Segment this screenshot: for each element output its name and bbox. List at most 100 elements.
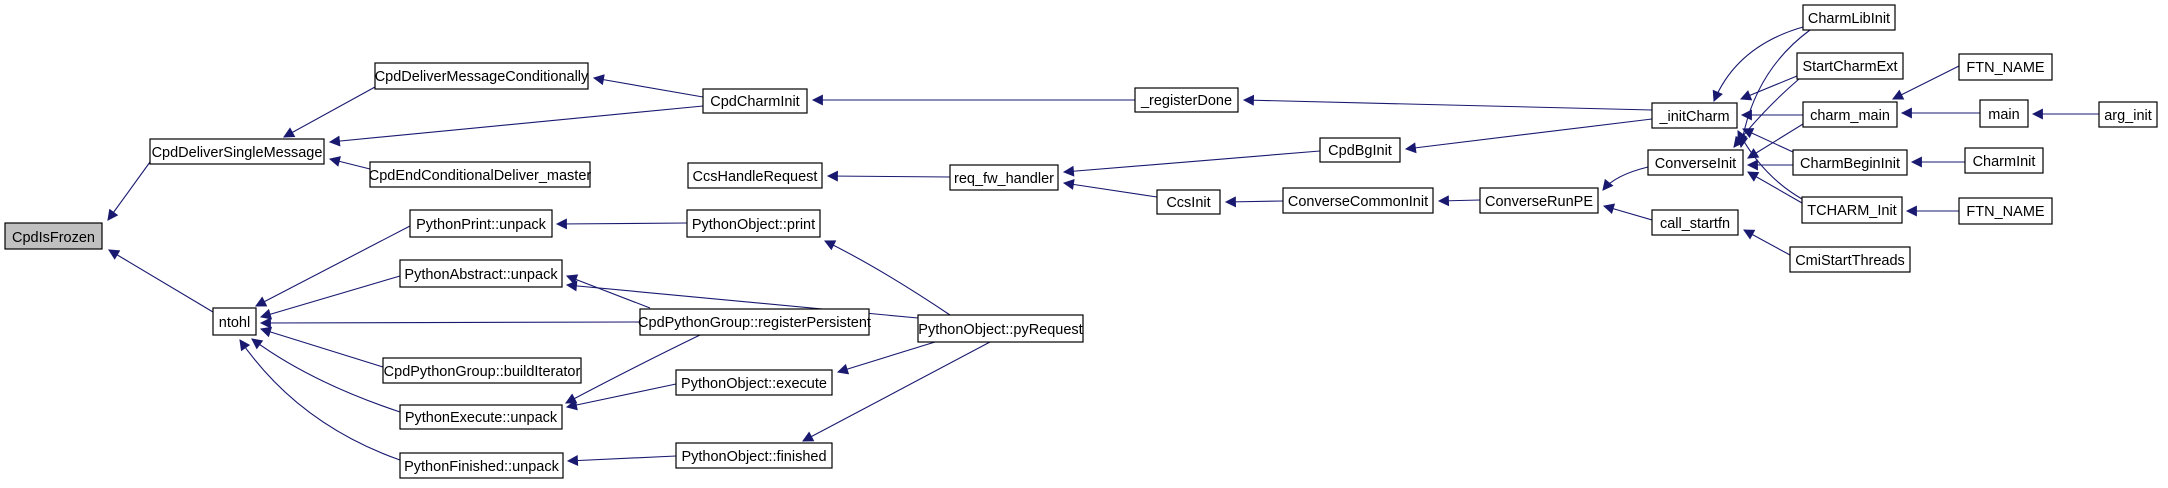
node-converse-init[interactable]: ConverseInit — [1647, 149, 1744, 176]
node-box — [399, 259, 563, 288]
node-box — [1134, 87, 1239, 113]
node-box — [374, 62, 589, 90]
node-label: CcsHandleRequest — [693, 169, 818, 185]
node-label: ConverseInit — [1655, 156, 1736, 172]
node-cmi-start-threads[interactable]: CmiStartThreads — [1789, 246, 1911, 273]
edge-cpd-charm-init-to-cpd-deliver-message-conditionally — [592, 74, 704, 98]
node-cpd-python-group-register-persistent[interactable]: CpdPythonGroup::registerPersistent — [638, 308, 871, 336]
edge-start-charm-ext-to-converse-init — [1733, 78, 1800, 148]
node-box — [675, 369, 833, 396]
node-label: StartCharmExt — [1802, 59, 1897, 75]
node-ccs-init[interactable]: CcsInit — [1156, 189, 1221, 215]
node-label: CharmLibInit — [1808, 11, 1890, 27]
edge-python-execute-unpack-to-ntohl — [251, 338, 401, 413]
node-box — [1789, 246, 1911, 273]
edge-cpd-deliver-single-message-to-cpd-is-frozen — [107, 161, 151, 221]
node-charm-main[interactable]: charm_main — [1802, 101, 1898, 128]
edge-charm-lib-init-to-init-charm — [1712, 26, 1804, 103]
node-box — [382, 357, 582, 384]
node-label: CpdEndConditionalDeliver_master — [369, 168, 592, 184]
node-layer: CpdIsFrozen CpdDeliverSingleMessage CpdD… — [4, 4, 2158, 479]
node-label: CpdBgInit — [1328, 143, 1392, 159]
node-converse-common-init[interactable]: ConverseCommonInit — [1282, 187, 1434, 214]
node-req-fw-handler[interactable]: req_fw_handler — [949, 164, 1059, 191]
node-python-object-print[interactable]: PythonObject::print — [686, 209, 821, 238]
node-cpd-charm-init[interactable]: CpdCharmInit — [702, 88, 808, 114]
node-cpd-deliver-single-message[interactable]: CpdDeliverSingleMessage — [149, 138, 325, 165]
node-label: PythonObject::execute — [681, 376, 827, 392]
edge-cmi-start-threads-to-call-startfn — [1743, 229, 1791, 256]
node-label: charm_main — [1810, 108, 1890, 124]
edge-python-object-print-to-python-print-unpack — [555, 218, 688, 230]
node-start-charm-ext[interactable]: StartCharmExt — [1796, 52, 1904, 80]
node-arg-init[interactable]: arg_init — [2098, 101, 2158, 128]
edge-start-charm-ext-to-init-charm — [1739, 75, 1798, 101]
node-label: ConverseCommonInit — [1288, 194, 1428, 210]
edge-converse-common-init-to-ccs-init — [1224, 196, 1284, 208]
node-converse-run-pe[interactable]: ConverseRunPE — [1479, 187, 1599, 214]
node-label: PythonPrint::unpack — [416, 217, 547, 233]
node-box — [1958, 197, 2053, 225]
node-ftn-name-bottom[interactable]: FTN_NAME — [1958, 197, 2053, 225]
node-python-finished-unpack[interactable]: PythonFinished::unpack — [399, 452, 564, 479]
node-python-object-execute[interactable]: PythonObject::execute — [675, 369, 833, 396]
node-box — [1958, 53, 2053, 81]
node-ccs-handle-request[interactable]: CcsHandleRequest — [687, 162, 823, 189]
node-box — [399, 404, 563, 430]
edge-python-object-py-request-to-python-object-execute — [836, 341, 936, 375]
node-label: CpdDeliverMessageConditionally — [375, 69, 589, 85]
node-box — [1801, 196, 1903, 224]
node-charm-lib-init[interactable]: CharmLibInit — [1802, 4, 1896, 31]
node-call-startfn[interactable]: call_startfn — [1651, 209, 1739, 236]
node-box — [2098, 101, 2158, 128]
node-python-object-py-request[interactable]: PythonObject::pyRequest — [917, 314, 1084, 343]
node-ntohl[interactable]: ntohl — [212, 307, 257, 336]
node-cpd-deliver-message-conditionally[interactable]: CpdDeliverMessageConditionally — [374, 62, 589, 90]
edge-python-abstract-unpack-to-ntohl — [259, 275, 401, 320]
edge-tcharm-init-to-converse-init — [1747, 171, 1803, 204]
node-box — [639, 308, 870, 336]
edge-ftn-name-top-to-charm-main — [1892, 65, 1960, 100]
node-cpd-python-group-build-iterator[interactable]: CpdPythonGroup::buildIterator — [382, 357, 582, 384]
node-python-execute-unpack[interactable]: PythonExecute::unpack — [399, 404, 563, 430]
node-tcharm-init[interactable]: TCHARM_Init — [1801, 196, 1903, 224]
node-box — [949, 164, 1059, 191]
node-label: CharmBeginInit — [1800, 156, 1900, 172]
node-label: PythonAbstract::unpack — [404, 267, 558, 283]
node-box — [212, 307, 257, 336]
node-label: _initCharm — [1658, 109, 1729, 125]
edge-charm-main-to-converse-init — [1747, 123, 1804, 159]
node-box — [687, 162, 823, 189]
node-register-done[interactable]: _registerDone — [1134, 87, 1239, 113]
node-cpd-is-frozen[interactable]: CpdIsFrozen — [4, 222, 103, 250]
node-init-charm[interactable]: _initCharm — [1651, 102, 1738, 129]
node-main[interactable]: main — [1979, 99, 2029, 128]
node-box — [409, 209, 553, 238]
edge-cpd-end-conditional-deliver-master-to-cpd-deliver-single-message — [328, 156, 371, 170]
edge-python-object-py-request-to-python-object-print — [824, 240, 951, 316]
node-box — [917, 314, 1084, 343]
node-python-object-finished[interactable]: PythonObject::finished — [675, 442, 833, 469]
node-charm-begin-init[interactable]: CharmBeginInit — [1792, 149, 1908, 176]
node-cpd-bg-init[interactable]: CpdBgInit — [1319, 137, 1401, 163]
edge-cpd-charm-init-to-cpd-deliver-single-message — [328, 105, 704, 147]
edge-converse-run-pe-to-converse-common-init — [1437, 195, 1481, 207]
edge-cpd-bg-init-to-req-fw-handler — [1062, 150, 1321, 177]
node-python-print-unpack[interactable]: PythonPrint::unpack — [409, 209, 553, 238]
node-python-abstract-unpack[interactable]: PythonAbstract::unpack — [399, 259, 563, 288]
node-ftn-name-top[interactable]: FTN_NAME — [1958, 53, 2053, 81]
node-label: FTN_NAME — [1966, 204, 2044, 220]
node-charm-init[interactable]: CharmInit — [1964, 147, 2044, 174]
node-label: PythonFinished::unpack — [404, 459, 560, 475]
node-cpd-end-conditional-deliver-master[interactable]: CpdEndConditionalDeliver_master — [369, 161, 592, 188]
edge-python-object-py-request-to-python-object-finished — [802, 341, 991, 442]
node-box — [399, 452, 564, 479]
edge-converse-init-to-converse-run-pe — [1602, 166, 1649, 191]
node-label: PythonObject::finished — [681, 449, 826, 465]
node-box — [1792, 149, 1908, 176]
node-label: ConverseRunPE — [1485, 194, 1593, 210]
node-box — [1651, 102, 1738, 129]
edge-req-fw-handler-to-ccs-handle-request — [826, 170, 951, 182]
node-label: TCHARM_Init — [1807, 203, 1896, 219]
